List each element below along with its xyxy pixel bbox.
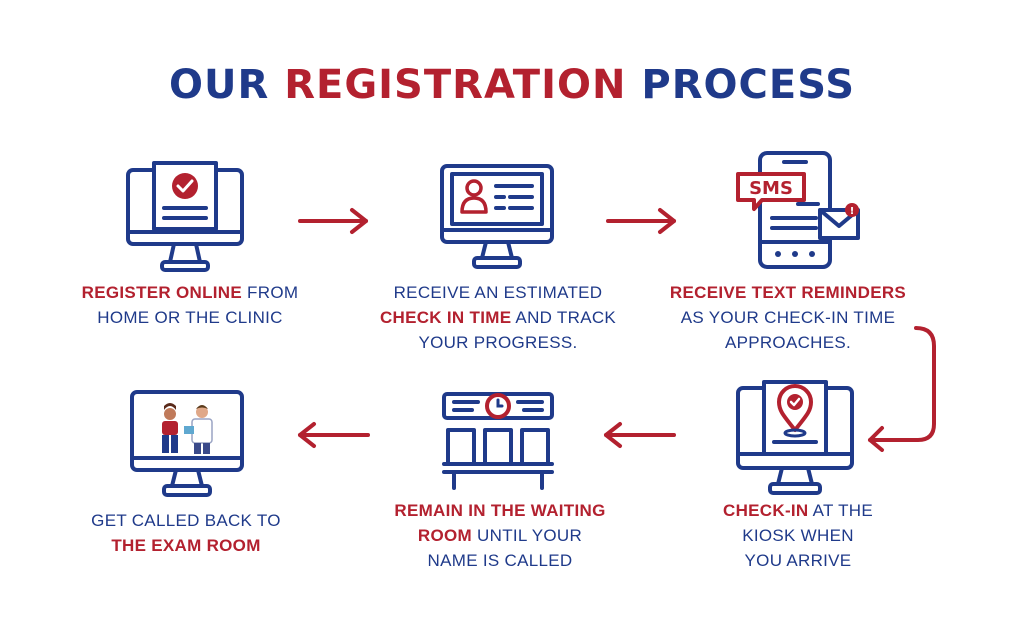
step-4-line3: YOU ARRIVE xyxy=(744,551,852,570)
step-6-line1: GET CALLED BACK TO xyxy=(91,511,281,530)
step-3-caption: RECEIVE TEXT REMINDERS AS YOUR CHECK-IN … xyxy=(650,280,926,355)
phone-sms-icon: SMS ! xyxy=(732,150,866,272)
step-5-highlight: REMAIN IN THE WAITING xyxy=(394,501,606,520)
arrow-right-icon xyxy=(606,208,676,234)
monitor-profile-icon xyxy=(438,162,556,272)
step-3-line3: APPROACHES. xyxy=(724,333,852,352)
step-6-caption: GET CALLED BACK TO THE EXAM ROOM xyxy=(72,508,300,558)
title-part2: REGISTRATION xyxy=(284,62,627,108)
monitor-doctor-icon xyxy=(128,388,246,500)
step-2-text: AND TRACK xyxy=(511,308,617,327)
arrow-down-curve-icon xyxy=(868,326,936,452)
page-title: OUR REGISTRATION PROCESS xyxy=(0,62,1024,108)
step-3-highlight: RECEIVE TEXT REMINDERS xyxy=(669,283,907,302)
waiting-room-icon xyxy=(440,390,556,494)
step-5-highlight-2: ROOM xyxy=(417,526,473,545)
step-4-caption: CHECK-IN AT THE KIOSK WHEN YOU ARRIVE xyxy=(700,498,896,573)
step-1-highlight: REGISTER ONLINE xyxy=(81,283,243,302)
step-4-text: AT THE xyxy=(808,501,873,520)
step-2-caption: RECEIVE AN ESTIMATED CHECK IN TIME AND T… xyxy=(358,280,638,355)
notification-badge: ! xyxy=(850,206,855,217)
step-3-line2: AS YOUR CHECK-IN TIME xyxy=(680,308,896,327)
step-1-text: FROM xyxy=(242,283,299,302)
arrow-right-icon xyxy=(298,208,368,234)
sms-label: SMS xyxy=(749,178,793,199)
step-5-caption: REMAIN IN THE WAITING ROOM UNTIL YOUR NA… xyxy=(368,498,632,573)
arrow-left-icon xyxy=(604,422,676,448)
monitor-checklist-icon xyxy=(124,160,246,276)
step-4-highlight: CHECK-IN xyxy=(723,501,809,520)
title-part3: PROCESS xyxy=(641,62,856,108)
step-5-text: UNTIL YOUR xyxy=(472,526,583,545)
step-4-line2: KIOSK WHEN xyxy=(742,526,854,545)
step-1-caption: REGISTER ONLINE FROM HOME OR THE CLINIC xyxy=(60,280,320,330)
kiosk-location-icon xyxy=(734,380,856,502)
step-5-line3: NAME IS CALLED xyxy=(427,551,573,570)
step-6-highlight: THE EXAM ROOM xyxy=(111,536,261,555)
title-part1: OUR xyxy=(168,62,270,108)
step-1-line2: HOME OR THE CLINIC xyxy=(97,308,283,327)
step-2-line1: RECEIVE AN ESTIMATED xyxy=(393,283,603,302)
step-2-highlight: CHECK IN TIME xyxy=(379,308,512,327)
step-2-line3: YOUR PROGRESS. xyxy=(418,333,578,352)
arrow-left-icon xyxy=(298,422,370,448)
